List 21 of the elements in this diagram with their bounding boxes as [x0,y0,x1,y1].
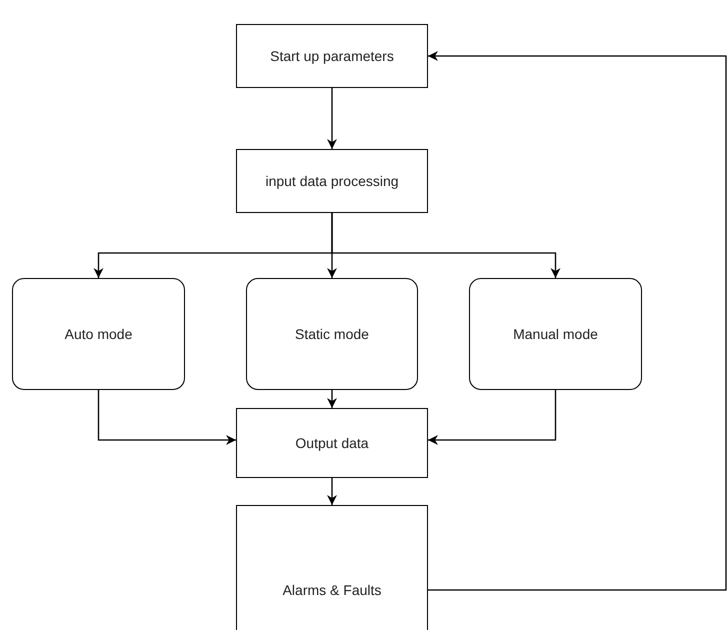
process-box [236,24,428,88]
arrow [327,88,337,149]
node-label: Auto mode [64,326,132,342]
node-label: Alarms & Faults [282,582,382,598]
node-label: Start up parameters [270,48,394,64]
process-box [236,149,428,213]
mode-box [12,278,185,390]
arrow [428,390,556,445]
arrow [327,478,337,505]
arrow [327,390,337,408]
node-label: Output data [295,435,369,451]
arrow [428,51,727,591]
node-label: Static mode [295,326,369,342]
node-label: Manual mode [513,326,598,342]
mode-box [246,278,418,390]
node-label: input data processing [265,173,399,189]
process-box [236,408,428,478]
process-box [236,505,428,630]
arrow [331,213,560,278]
arrow [98,390,236,445]
mode-box [469,278,642,390]
